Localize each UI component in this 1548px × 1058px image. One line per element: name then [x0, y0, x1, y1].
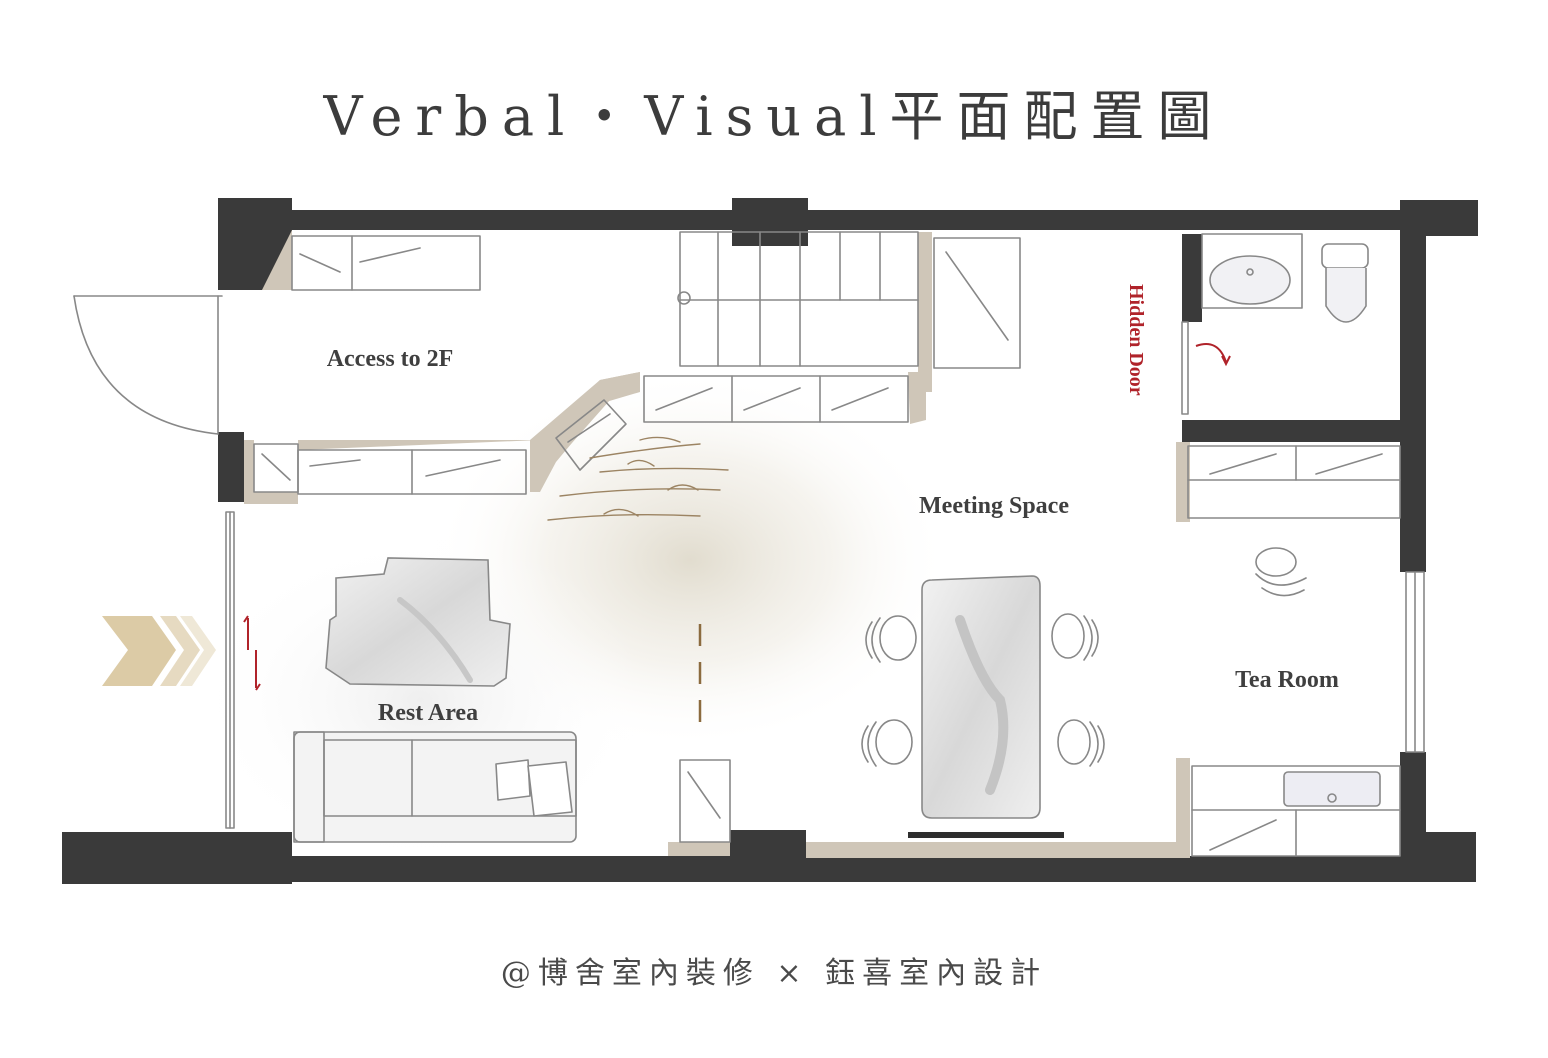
entrance-arrow-icon [102, 616, 216, 686]
bathroom [1201, 233, 1369, 323]
stool [1255, 547, 1307, 597]
chairs [861, 613, 1105, 767]
staircase [677, 231, 919, 367]
label-hidden-door: Hidden Door [1125, 284, 1147, 396]
label-meeting-space: Meeting Space [919, 493, 1069, 519]
door-swing-icon [1221, 355, 1231, 367]
wood-partitions [244, 230, 1190, 858]
cabinets [253, 235, 1401, 857]
page-title: Verbal・Visual平面配置圖 [323, 85, 1225, 148]
wood-floor [547, 436, 729, 521]
hidden-door [1181, 321, 1231, 415]
meeting-table [908, 575, 1064, 838]
sliding-door [225, 511, 235, 829]
label-access-2f: Access to 2F [327, 346, 454, 372]
tea-sink [1283, 771, 1381, 807]
walls [62, 198, 1478, 884]
rug [325, 557, 511, 687]
entry-door [73, 295, 223, 435]
sliding-door-icon [243, 615, 261, 691]
sofa [293, 731, 577, 843]
label-tea-room: Tea Room [1235, 667, 1339, 693]
credits: @博舍室內裝修 × 鈺喜室內設計 [500, 956, 1048, 991]
label-rest-area: Rest Area [378, 700, 478, 726]
window [1405, 571, 1425, 753]
